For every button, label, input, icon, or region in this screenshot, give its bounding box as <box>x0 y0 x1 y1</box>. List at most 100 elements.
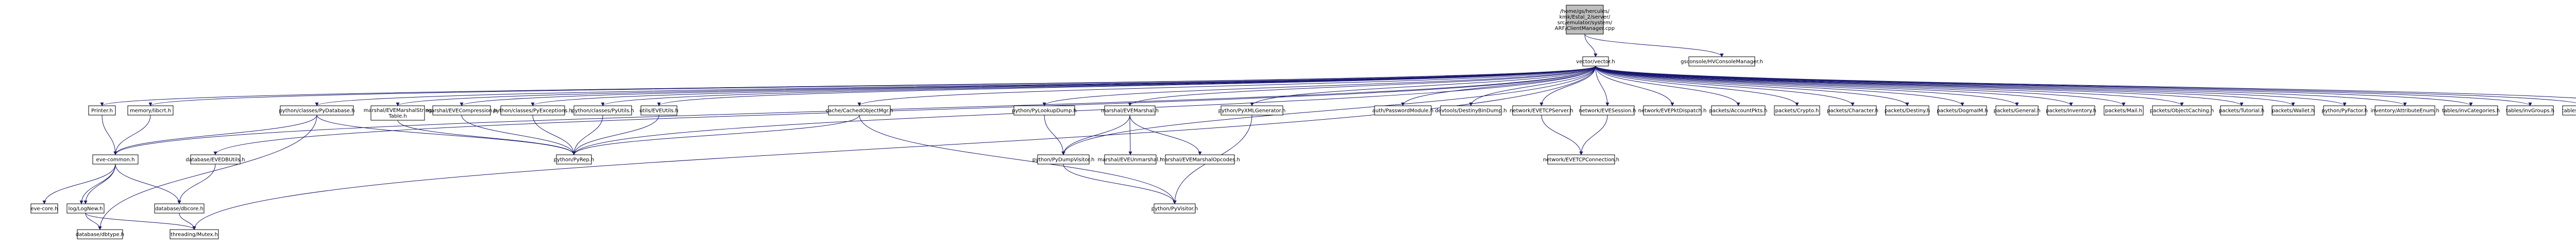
node-box <box>2562 105 2576 116</box>
node-gsconsole[interactable]: gsconsole/HVConsoleManager.h <box>1681 56 1763 67</box>
node-box <box>1995 105 2039 116</box>
node-pyhandler[interactable]: python/classes/PyDatabase.h <box>279 105 355 116</box>
node-dbtype[interactable]: database/dbtype.h <box>76 229 124 239</box>
edge-vector-to-pktwallet <box>1595 66 2295 106</box>
node-label: packets/DogmaIM.h <box>1937 108 1988 114</box>
node-pyrep[interactable]: python/PyRep.h <box>554 154 595 165</box>
node-label: python/classes/PyExceptions.h <box>493 108 572 114</box>
node-box <box>1643 105 1702 116</box>
node-pktwallet[interactable]: packets/Wallet.h <box>2272 105 2315 116</box>
node-cached[interactable]: cache/CachedObjectMgr.h <box>826 105 893 116</box>
node-pktcrypto[interactable]: packets/Crypto.h <box>1774 105 1820 116</box>
node-label: packets/General.h <box>1994 108 2041 114</box>
node-pkttut[interactable]: packets/Tutorial.h <box>2219 105 2264 116</box>
dependency-nodes: /home/gs/hercules/kmk/Estal_2/server/src… <box>30 5 2576 239</box>
node-box <box>1221 105 1283 116</box>
node-auth[interactable]: auth/PasswordModule.h <box>1372 105 1434 116</box>
node-pylookup[interactable]: python/PyLookupDump.h <box>1012 105 1077 116</box>
node-evetcpconn[interactable]: network/EVETCPConnection.h <box>1543 154 1619 165</box>
node-tablecat[interactable]: tables/invCategories.h <box>2442 105 2500 116</box>
edge-evecommon-to-dbdevice <box>115 164 181 204</box>
node-label: packets/Tutorial.h <box>2219 108 2264 114</box>
node-evemarshop[interactable]: marshal/EVEMarshalOpcodes.h <box>1160 154 1240 165</box>
edge-vector-to-tablecat <box>1595 66 2473 106</box>
node-pktmail[interactable]: packets/Mail.h <box>2104 105 2144 116</box>
node-pyexc[interactable]: python/classes/PyExceptions.h <box>493 105 572 116</box>
node-pktacc[interactable]: packets/AccountPkts.h <box>1709 105 1768 116</box>
node-tabletype[interactable]: tables/invTypes.h <box>2562 105 2576 116</box>
node-box <box>1828 105 1877 116</box>
node-label: Table.h <box>388 114 406 119</box>
node-pktdogma[interactable]: packets/DogmaIM.h <box>1937 105 1988 116</box>
edge-dbdevice-to-mutex <box>179 213 196 230</box>
node-label: kmk/Estal_2/server/ <box>1560 14 1611 20</box>
edge-cached-to-pyvisit <box>859 115 1177 204</box>
node-box <box>66 203 105 214</box>
node-pktgeneral[interactable]: packets/General.h <box>1994 105 2041 116</box>
node-evesession[interactable]: network/EVESession.h <box>1579 105 1636 116</box>
node-label: Printer.h <box>91 108 113 114</box>
node-evecore[interactable]: eve-core.h <box>30 203 58 214</box>
node-box <box>170 229 219 239</box>
edge-macho-to-pyrep <box>397 120 576 155</box>
edge-vector-to-mutex <box>192 66 1596 230</box>
edge-vector-to-pktchar <box>1595 66 1855 106</box>
node-dbdevice[interactable]: database/dbcore.h <box>154 203 205 214</box>
node-pyvisit[interactable]: python/PyVisitor.h <box>1151 203 1198 214</box>
node-label: log/LogNew.h <box>69 206 103 212</box>
edge-vector-to-pkttut <box>1595 66 2244 106</box>
node-box <box>30 203 58 214</box>
node-tablegrp[interactable]: tables/invGroups.h <box>2506 105 2554 116</box>
edge-printer-to-evecommon <box>101 115 117 155</box>
node-unmarsh[interactable]: marshal/EVEUnmarshal.h <box>1098 154 1163 165</box>
node-evepacket[interactable]: network/EVEPktDispatch.h <box>1638 105 1707 116</box>
node-pydumpvis[interactable]: python/PyDumpVisitor.h <box>1032 154 1095 165</box>
edge-pylookup-to-pydumpvis <box>1044 115 1065 155</box>
node-pktobj[interactable]: packets/ObjectCaching.h <box>2150 105 2214 116</box>
node-box <box>1440 105 1502 116</box>
node-evecompr[interactable]: marshal/EVECompression.h <box>426 105 497 116</box>
node-vector[interactable]: vector/vector.h <box>1576 56 1615 67</box>
node-devtools[interactable]: devtools/DestinyBinDump.h <box>1435 105 1507 116</box>
node-label: packets/Mail.h <box>2105 108 2142 114</box>
node-box <box>1512 105 1571 116</box>
node-evetcp[interactable]: network/EVETCPServer.h <box>1510 105 1573 116</box>
node-box <box>2104 105 2144 116</box>
node-logfilter[interactable]: log/LogNew.h <box>66 203 105 214</box>
node-box <box>77 229 123 239</box>
node-label: python/PyFactor.h <box>2321 108 2368 114</box>
node-evemarsh[interactable]: marshal/EVEMarshal.h <box>1101 105 1159 116</box>
edge-utils-to-pyrep <box>572 115 659 155</box>
node-box <box>2220 105 2263 116</box>
node-label: marshal/EVEMarshal.h <box>1101 108 1159 114</box>
root-file-node[interactable]: /home/gs/hercules/kmk/Estal_2/server/src… <box>1555 5 1615 35</box>
edge-vector-to-pktobj <box>1595 66 2184 106</box>
node-evecommon[interactable]: eve-common.h <box>92 154 139 165</box>
node-pktdestiny[interactable]: packets/Destiny.h <box>1885 105 1930 116</box>
node-printer[interactable]: Printer.h <box>88 105 116 116</box>
node-pktinv[interactable]: packets/Inventory.h <box>2046 105 2096 116</box>
node-label: ARF/ClientManager.cpp <box>1555 26 1615 31</box>
node-box <box>370 105 425 121</box>
node-box <box>1374 105 1432 116</box>
node-invattr[interactable]: inventory/AttributeEnum.h <box>2370 105 2439 116</box>
node-mutex[interactable]: threading/Mutex.h <box>170 229 219 239</box>
node-pyutils[interactable]: python/classes/PyUtils.h <box>571 105 634 116</box>
node-pktchar[interactable]: packets/Character.h <box>1827 105 1878 116</box>
node-pyfactor[interactable]: python/PyFactor.h <box>2321 105 2368 116</box>
node-box <box>1566 5 1604 35</box>
edge-pyhandler-to-pyrep <box>316 115 576 155</box>
node-box <box>127 105 174 116</box>
node-box <box>1885 105 1929 116</box>
node-label: gsconsole/HVConsoleManager.h <box>1681 59 1763 65</box>
edge-vector-to-utilssql <box>1595 66 2576 99</box>
node-dbcore[interactable]: database/EVEDBUtils.h <box>185 154 245 165</box>
node-pyxml[interactable]: python/PyXMLGenerator.h <box>1218 105 1286 116</box>
node-utils[interactable]: utils/EVEUtils.h <box>639 105 679 116</box>
node-box <box>1547 154 1615 165</box>
node-memory[interactable]: memory/libcrt.h <box>127 105 174 116</box>
edge-vector-to-utils <box>657 66 1596 106</box>
node-label: python/PyDumpVisitor.h <box>1032 157 1095 163</box>
